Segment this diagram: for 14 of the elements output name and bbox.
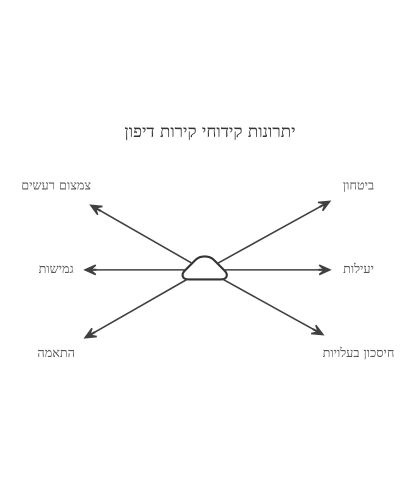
node-text: חיסכון בעלויות	[322, 344, 394, 360]
node-picture	[182, 255, 228, 280]
node-text: צמצום רעשים	[21, 177, 92, 192]
node-text: יעילות	[343, 261, 374, 276]
arrow	[84, 278, 188, 338]
node-text: התאמה	[37, 344, 75, 360]
node-text: גמישות	[38, 261, 74, 276]
arrow	[217, 200, 330, 264]
arrow	[84, 264, 186, 276]
arrow	[222, 278, 324, 336]
arrow	[224, 264, 331, 276]
arrow	[90, 204, 192, 264]
diagram-title: יתרונות קידוחי קירות דיפון	[124, 122, 296, 142]
node-text: ביטחון	[342, 177, 374, 192]
